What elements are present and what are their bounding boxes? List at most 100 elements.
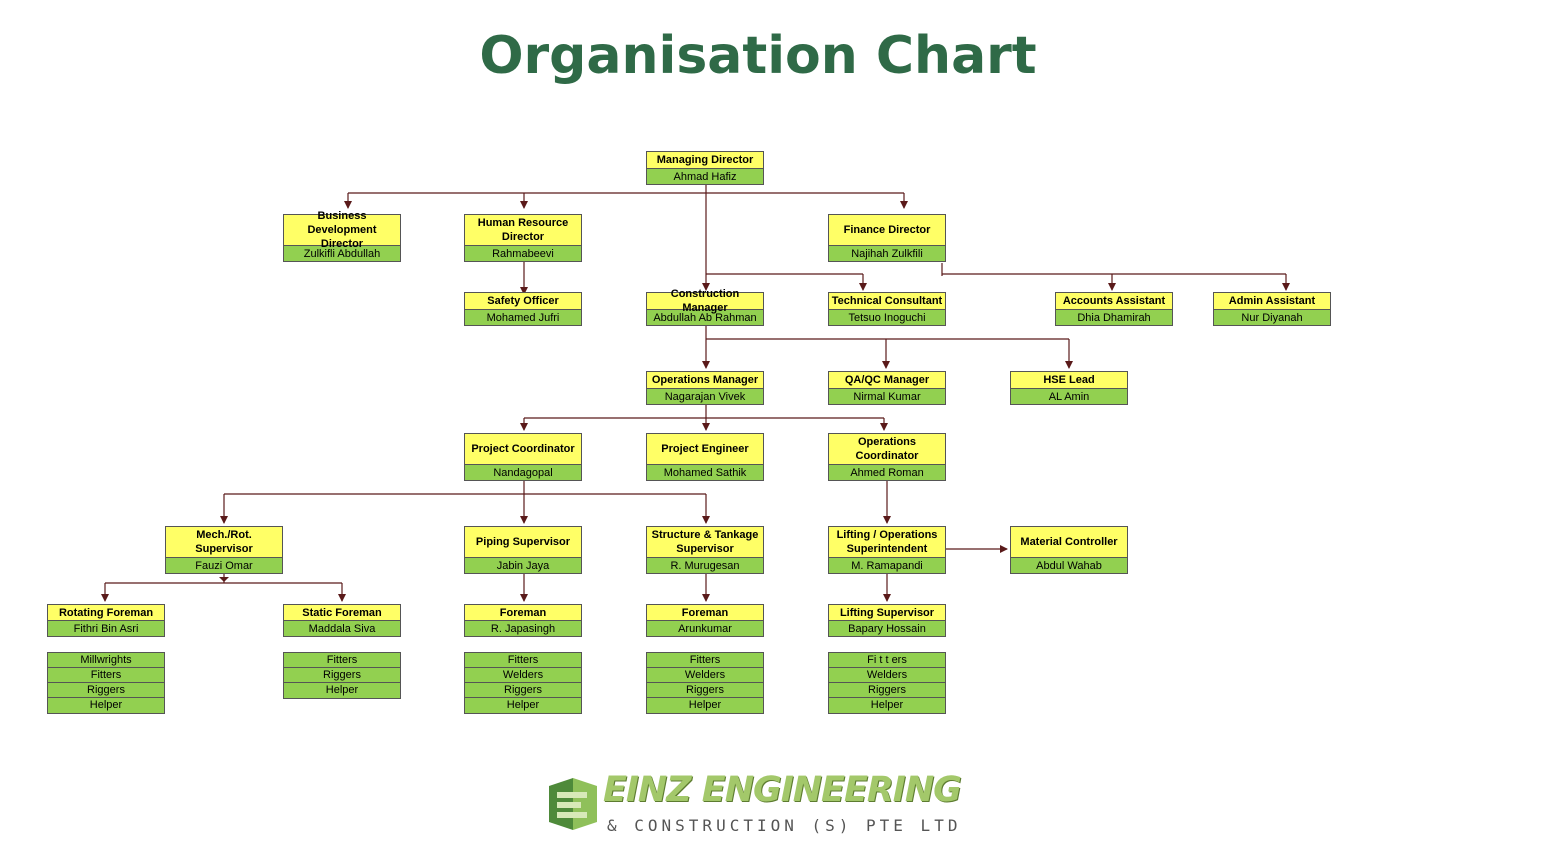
crew-item: Millwrights [48,653,164,668]
node-name: Fithri Bin Asri [48,621,164,636]
node-name: Rahmabeevi [465,246,581,261]
node-title: Lifting Supervisor [829,605,945,621]
crew-item: Riggers [284,668,400,683]
node-name: Ahmed Roman [829,465,945,480]
node-finance-director: Finance Director Najihah Zulkfili [828,214,946,262]
node-name: Nur Diyanah [1214,310,1330,325]
crew-item: Riggers [829,683,945,698]
node-name: M. Ramapandi [829,558,945,573]
node-piping-foreman: Foreman R. Japasingh [464,604,582,637]
node-title: Piping Supervisor [465,527,581,558]
node-title: Foreman [647,605,763,621]
node-operations-manager: Operations Manager Nagarajan Vivek [646,371,764,405]
node-title: Operations Manager [647,372,763,389]
einz-logo-icon [549,778,597,830]
crew-list-lifting: Fi t t ers Welders Riggers Helper [828,652,946,714]
node-title: Business Development Director [284,210,400,250]
node-title: Structure & Tankage Supervisor [647,527,763,558]
crew-item: Fitters [48,668,164,683]
crew-item: Riggers [465,683,581,698]
crew-item: Welders [829,668,945,683]
node-name: Zulkifli Abdullah [284,246,400,261]
node-construction-manager: Construction Manager Abdullah Ab Rahman [646,288,764,326]
company-logo: EINZ ENGINEERING & CONSTRUCTION (S) PTE … [545,770,975,840]
node-structure-foreman: Foreman Arunkumar [646,604,764,637]
node-title: Project Coordinator [465,434,581,465]
node-title: Project Engineer [647,434,763,465]
node-managing-director: Managing Director Ahmad Hafiz [646,151,764,185]
node-name: Bapary Hossain [829,621,945,636]
node-operations-coordinator: Operations Coordinator Ahmed Roman [828,433,946,481]
node-name: Ahmad Hafiz [647,169,763,184]
node-title: QA/QC Manager [829,372,945,389]
node-name: Nandagopal [465,465,581,480]
node-project-coordinator: Project Coordinator Nandagopal [464,433,582,481]
node-title: Lifting / Operations Superintendent [829,527,945,558]
node-title: Static Foreman [284,605,400,621]
node-name: Fauzi Omar [166,558,282,573]
node-material-controller: Material Controller Abdul Wahab [1010,526,1128,574]
node-structure-tankage-supervisor: Structure & Tankage Supervisor R. Muruge… [646,526,764,574]
crew-item: Helper [688,699,722,711]
node-lifting-supervisor: Lifting Supervisor Bapary Hossain [828,604,946,637]
crew-item: Fitters [465,653,581,668]
crew-list-static: Fitters Riggers Helper [283,652,401,699]
crew-list-rotating: Millwrights Fitters Riggers Helper [47,652,165,714]
node-mech-rot-supervisor: Mech./Rot. Supervisor Fauzi Omar [165,526,283,574]
node-hse-lead: HSE Lead AL Amin [1010,371,1128,405]
node-title: Accounts Assistant [1056,293,1172,310]
node-name: Nagarajan Vivek [647,389,763,404]
node-name: Dhia Dhamirah [1056,310,1172,325]
node-name: Mohamed Sathik [647,465,763,480]
node-name: Mohamed Jufri [465,310,581,325]
node-name: Najihah Zulkfili [829,246,945,261]
node-name: Tetsuo Inoguchi [829,310,945,325]
node-name: Arunkumar [647,621,763,636]
node-name: R. Japasingh [465,621,581,636]
node-title: Foreman [465,605,581,621]
crew-item: Riggers [48,683,164,698]
page-title: Organisation Chart [479,26,1037,86]
crew-item: Welders [647,668,763,683]
node-title: Construction Manager [647,288,763,314]
node-title: Admin Assistant [1214,293,1330,310]
node-title: Human Resource Director [465,215,581,246]
node-piping-supervisor: Piping Supervisor Jabin Jaya [464,526,582,574]
node-accounts-assistant: Accounts Assistant Dhia Dhamirah [1055,292,1173,326]
node-technical-consultant: Technical Consultant Tetsuo Inoguchi [828,292,946,326]
node-static-foreman: Static Foreman Maddala Siva [283,604,401,637]
crew-list-structure: Fitters Welders Riggers Helper [646,652,764,714]
node-safety-officer: Safety Officer Mohamed Jufri [464,292,582,326]
node-name: AL Amin [1011,389,1127,404]
crew-item: Helper [89,699,123,711]
crew-item: Fi t t ers [829,653,945,668]
logo-name: EINZ ENGINEERING [603,770,962,810]
node-lifting-operations-superintendent: Lifting / Operations Superintendent M. R… [828,526,946,574]
crew-item: Fitters [284,653,400,668]
node-title: Material Controller [1011,527,1127,558]
node-qa-qc-manager: QA/QC Manager Nirmal Kumar [828,371,946,405]
node-name: Maddala Siva [284,621,400,636]
crew-item: Helper [506,699,540,711]
node-rotating-foreman: Rotating Foreman Fithri Bin Asri [47,604,165,637]
node-name: R. Murugesan [647,558,763,573]
node-title: Rotating Foreman [48,605,164,621]
node-title: Safety Officer [465,293,581,310]
node-title: Technical Consultant [829,293,945,310]
logo-subtitle: & CONSTRUCTION (S) PTE LTD [607,816,962,835]
node-name: Nirmal Kumar [829,389,945,404]
node-business-development-director: Business Development Director Zulkifli A… [283,210,401,262]
crew-list-piping: Fitters Welders Riggers Helper [464,652,582,714]
node-name: Abdul Wahab [1011,558,1127,573]
node-title: Finance Director [829,215,945,246]
crew-item: Helper [870,699,904,711]
crew-item: Helper [325,684,359,696]
node-project-engineer: Project Engineer Mohamed Sathik [646,433,764,481]
node-title: Operations Coordinator [829,434,945,465]
crew-item: Fitters [647,653,763,668]
crew-item: Welders [465,668,581,683]
node-admin-assistant: Admin Assistant Nur Diyanah [1213,292,1331,326]
node-name: Jabin Jaya [465,558,581,573]
node-name: Abdullah Ab Rahman [647,310,763,325]
